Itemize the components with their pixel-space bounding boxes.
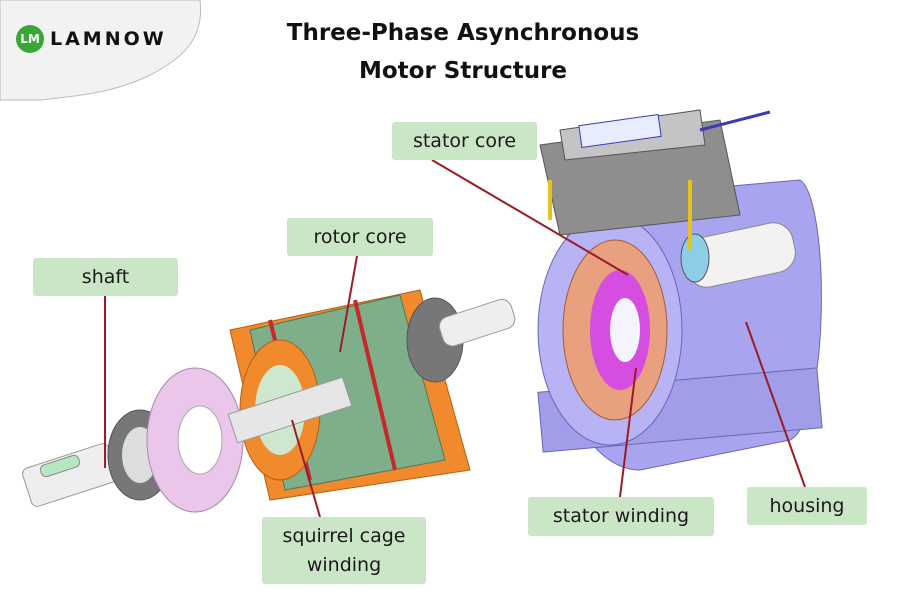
label-squirrel-cage-line1: squirrel cage <box>282 524 406 547</box>
label-shaft: shaft <box>33 258 178 296</box>
label-stator-winding: stator winding <box>528 497 714 536</box>
brand-logo: LM LAMNOW <box>16 25 167 53</box>
brand-mark: LM <box>16 25 44 53</box>
logo-card <box>0 0 202 101</box>
label-squirrel-cage-winding: squirrel cage winding <box>262 517 426 584</box>
title-line-1: Three-Phase Asynchronous <box>286 20 640 46</box>
label-squirrel-cage-line2: winding <box>306 553 382 576</box>
label-rotor-core: rotor core <box>287 218 433 256</box>
rotor-core-leader <box>339 255 358 353</box>
title-line-2: Motor Structure <box>358 58 568 84</box>
rotor-assembly <box>22 289 516 513</box>
stator-assembly <box>537 109 823 471</box>
brand-name: LAMNOW <box>50 28 167 50</box>
housing-leader <box>745 321 806 488</box>
label-stator-core: stator core <box>392 122 537 160</box>
page-title: Three-Phase Asynchronous Motor Structure <box>250 14 676 90</box>
squirrel-cage-leader <box>291 419 321 518</box>
stator-core-leader <box>431 159 629 276</box>
label-housing: housing <box>747 487 867 525</box>
stator-winding-leader <box>619 367 637 498</box>
